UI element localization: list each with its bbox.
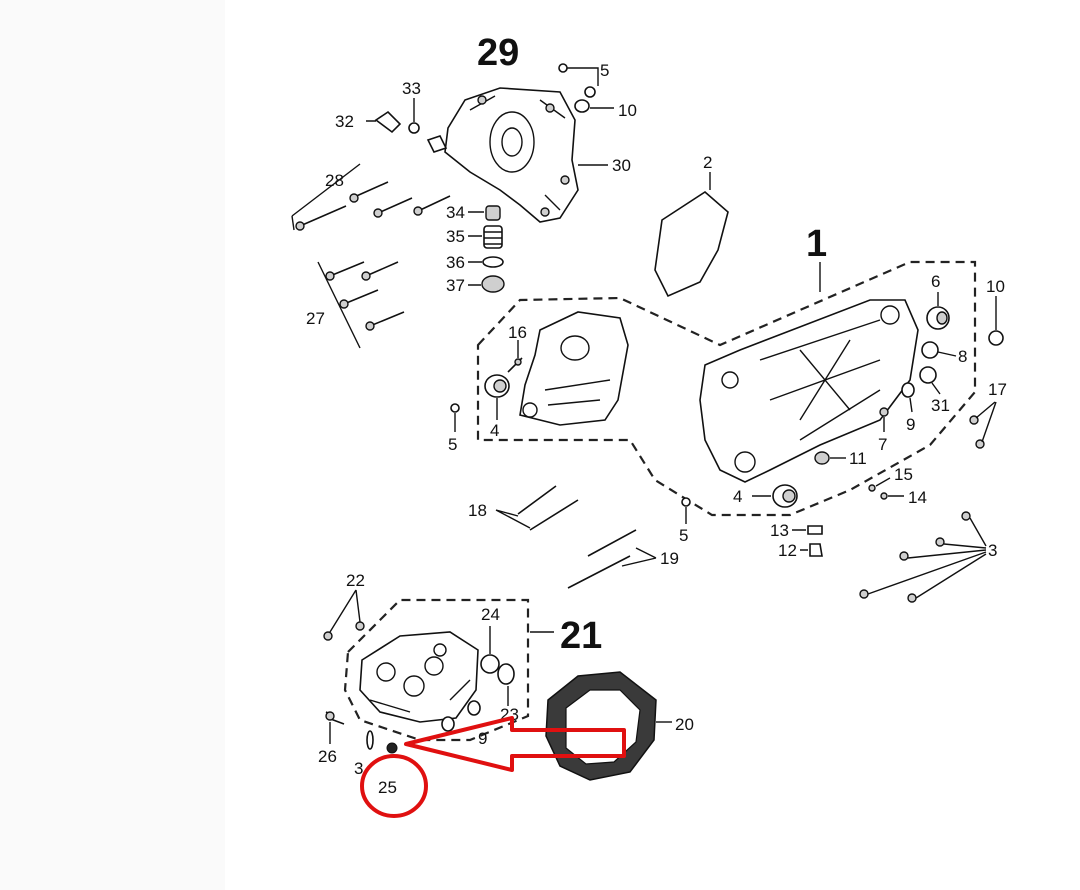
left-margin-band	[0, 0, 225, 890]
label-16: 16	[508, 323, 527, 342]
label-20: 20	[675, 715, 694, 734]
part-16-block	[519, 311, 629, 426]
part-11-seal	[814, 451, 846, 465]
highlight-circle	[360, 754, 428, 818]
part-23-seals	[467, 663, 515, 716]
label-5-top: 5	[600, 61, 609, 80]
part-3-oring-lower	[366, 730, 374, 750]
label-2: 2	[703, 153, 712, 172]
label-18: 18	[468, 501, 487, 520]
part-19-dowels	[567, 529, 657, 589]
part-24-bearing	[480, 626, 500, 674]
part-1-outline	[476, 260, 977, 517]
part-5-screw-top	[558, 63, 599, 98]
part-9-washer-lower	[441, 716, 455, 732]
label-29: 29	[477, 32, 519, 74]
label-6: 6	[931, 272, 940, 291]
label-7: 7	[878, 435, 887, 454]
part-5-screw-mid	[681, 497, 691, 524]
part-10-seal-right	[988, 296, 1004, 346]
part-10-seal-top	[574, 99, 614, 113]
label-32: 32	[335, 112, 354, 131]
part-4-bearing-left	[484, 374, 510, 420]
label-17: 17	[988, 380, 1007, 399]
part-29-cover	[444, 87, 579, 223]
label-14: 14	[908, 488, 927, 507]
part-8-seal	[921, 341, 957, 359]
label-3-lower: 3	[354, 759, 363, 778]
label-5-mid: 5	[679, 526, 688, 545]
label-21: 21	[560, 615, 602, 657]
part-31-seal	[919, 366, 941, 395]
label-26: 26	[318, 747, 337, 766]
part-17-bolts	[969, 401, 997, 449]
part-18-dowels	[495, 485, 579, 531]
part-21-outline	[343, 598, 530, 742]
part-27-bolts	[317, 261, 405, 349]
part-15-14-pins	[868, 477, 904, 500]
label-10-top: 10	[618, 101, 637, 120]
part-7-pin	[879, 407, 889, 432]
label-4-right: 4	[733, 487, 742, 506]
part-9-washer-right	[901, 382, 915, 413]
label-13: 13	[770, 521, 789, 540]
label-15: 15	[894, 465, 913, 484]
part-20-gasket	[545, 671, 672, 781]
label-24: 24	[481, 605, 500, 624]
part-25-plug	[386, 742, 398, 754]
label-3: 3	[988, 541, 997, 560]
label-31: 31	[931, 396, 950, 415]
part-5-screw-left	[450, 403, 460, 432]
label-9-lower: 9	[478, 729, 487, 748]
label-11: 11	[849, 449, 867, 468]
label-8: 8	[958, 347, 967, 366]
label-4-left: 4	[490, 421, 499, 440]
label-19: 19	[660, 549, 679, 568]
highlight-arrow	[404, 716, 626, 772]
part-28-bolts	[291, 163, 451, 231]
part-2-gasket	[654, 172, 729, 298]
label-30: 30	[612, 156, 631, 175]
label-34: 34	[446, 203, 465, 222]
part-13-12-hardware	[792, 525, 823, 557]
part-3-bolts	[859, 511, 987, 603]
label-1: 1	[806, 223, 827, 265]
part-26-bolt	[325, 711, 345, 744]
label-27: 27	[306, 309, 325, 328]
label-28: 28	[325, 171, 344, 190]
part-16-screw	[507, 340, 523, 373]
part-1-crankcase-body	[699, 299, 919, 483]
label-5-left: 5	[448, 435, 457, 454]
label-22: 22	[346, 571, 365, 590]
label-12: 12	[778, 541, 797, 560]
label-36: 36	[446, 253, 465, 272]
label-10-right: 10	[986, 277, 1005, 296]
part-4-bearing-right	[752, 484, 798, 508]
part-21-cover-body	[359, 631, 479, 723]
label-25: 25	[378, 778, 397, 797]
part-32-33-plug	[366, 98, 448, 153]
part-34-37-stack	[468, 205, 505, 293]
part-22-screws	[323, 589, 365, 641]
label-9-right: 9	[906, 415, 915, 434]
part-6-bearing	[926, 292, 950, 330]
label-33: 33	[402, 79, 421, 98]
label-35: 35	[446, 227, 465, 246]
label-37: 37	[446, 276, 465, 295]
